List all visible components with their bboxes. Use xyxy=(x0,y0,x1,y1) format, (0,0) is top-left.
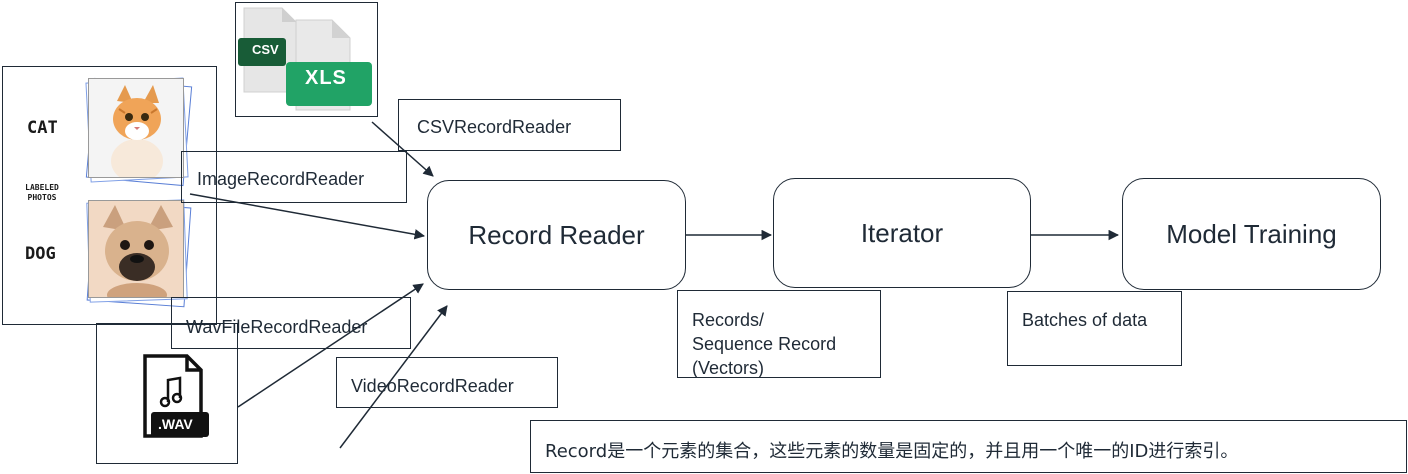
cat-label: CAT xyxy=(27,118,58,138)
image-reader-label-box: ImageRecordReader xyxy=(181,151,407,203)
wav-file-label: .WAV xyxy=(158,416,193,432)
csv-file-label: CSV xyxy=(252,42,279,57)
dog-photo-stack xyxy=(84,196,194,308)
video-reader-label-box: VideoRecordReader xyxy=(336,357,558,408)
dog-label: DOG xyxy=(25,244,56,264)
xls-file-label: XLS xyxy=(305,67,347,89)
photos-label-line2: PHOTOS xyxy=(27,193,57,202)
iterator-label: Iterator xyxy=(860,217,944,248)
wav-reader-label: WavFileRecordReader xyxy=(186,317,368,337)
cat-photo xyxy=(88,78,184,178)
records-note-line3: (Vectors) xyxy=(692,358,765,378)
model-training-node: Model Training xyxy=(1122,178,1381,290)
cat-photo-stack xyxy=(84,76,194,187)
record-reader-node: Record Reader xyxy=(427,180,686,290)
csv-reader-label-box: CSVRecordReader xyxy=(398,99,621,151)
definition-note-text: Record是一个元素的集合，这些元素的数量是固定的，并且用一个唯一的ID进行索… xyxy=(545,441,1239,462)
cat-illustration xyxy=(89,79,183,177)
photos-label-line1: LABELED xyxy=(25,183,59,192)
batches-note: Batches of data xyxy=(1007,291,1182,366)
csv-xls-file-icon-frame xyxy=(235,2,378,117)
batches-note-text: Batches of data xyxy=(1022,310,1148,330)
records-note-line1: Records/ xyxy=(692,310,765,330)
record-reader-label: Record Reader xyxy=(468,219,645,250)
dog-illustration xyxy=(89,201,183,297)
dog-photo xyxy=(88,200,184,298)
records-note-line2: Sequence Record xyxy=(692,334,837,354)
model-training-label: Model Training xyxy=(1166,218,1337,249)
photos-label: LABELED PHOTOS xyxy=(14,183,70,203)
image-reader-label: ImageRecordReader xyxy=(197,169,365,189)
records-note: Records/ Sequence Record (Vectors) xyxy=(677,290,881,378)
csv-reader-label: CSVRecordReader xyxy=(417,117,572,137)
definition-note: Record是一个元素的集合，这些元素的数量是固定的，并且用一个唯一的ID进行索… xyxy=(530,420,1407,473)
iterator-node: Iterator xyxy=(773,178,1031,288)
wav-reader-label-box: WavFileRecordReader xyxy=(171,297,411,349)
wav-file-icon-frame xyxy=(96,323,238,464)
video-reader-label: VideoRecordReader xyxy=(351,376,514,396)
